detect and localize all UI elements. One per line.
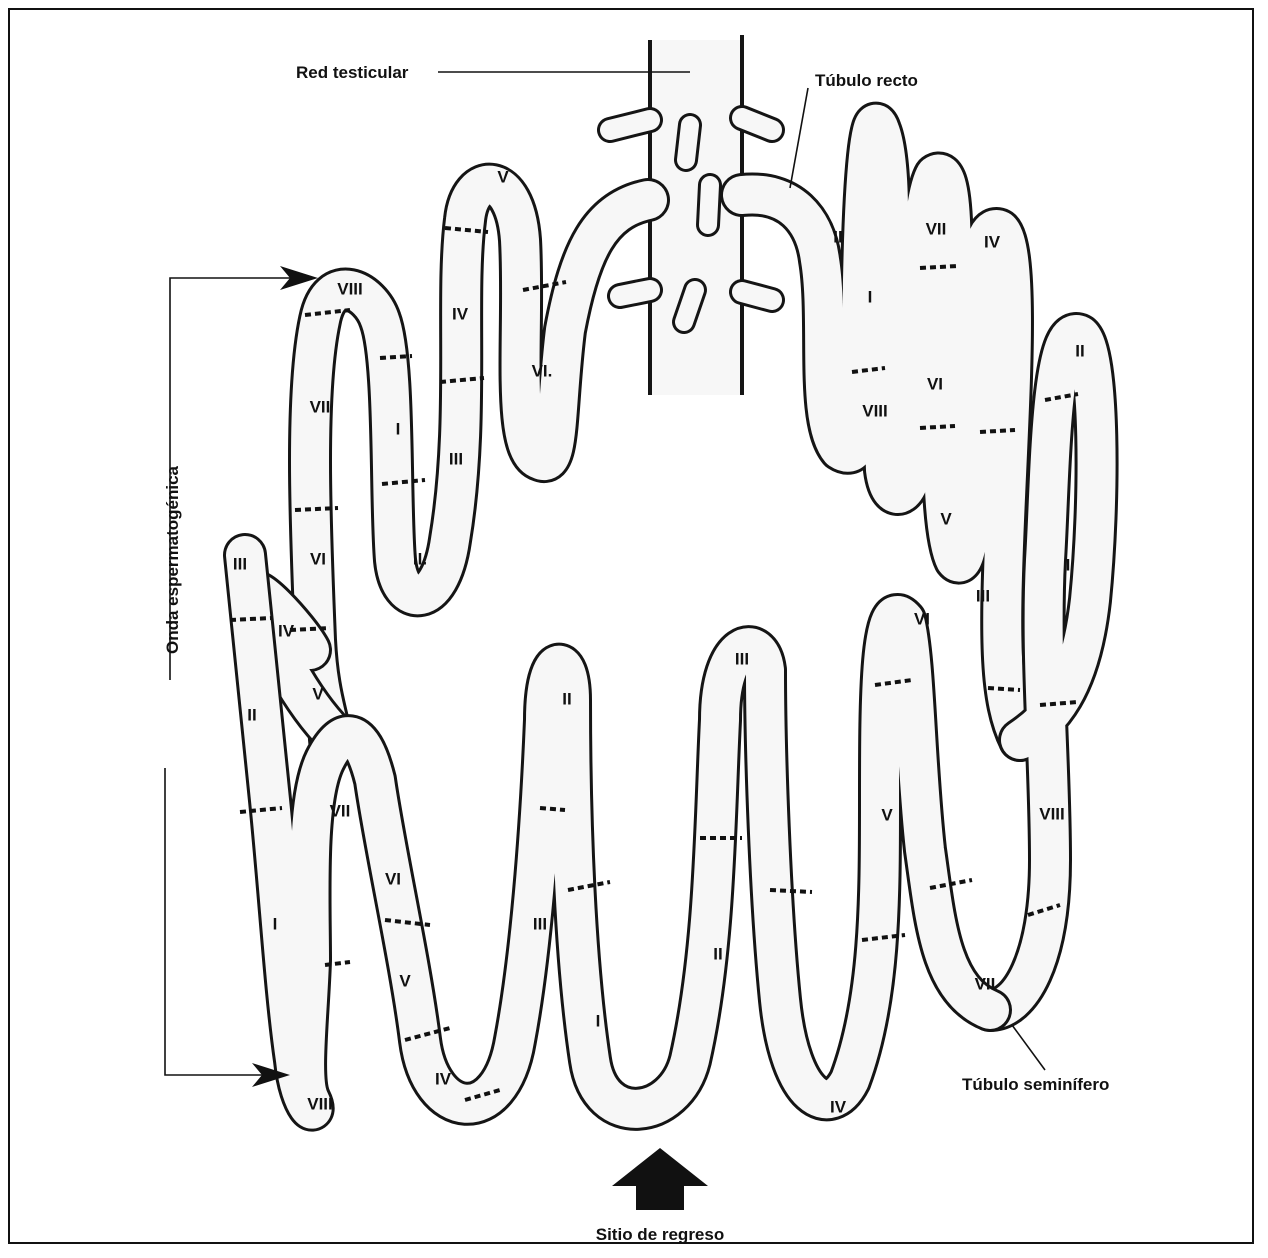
stage-label: V bbox=[940, 509, 952, 528]
stage-label: VI bbox=[914, 609, 930, 628]
stage-label: IV bbox=[278, 621, 295, 640]
stage-label: III bbox=[735, 649, 749, 668]
stage-label: VII bbox=[926, 219, 947, 238]
stage-label: I bbox=[396, 419, 401, 438]
stage-label: V bbox=[312, 684, 324, 703]
stage-label: V bbox=[497, 167, 509, 186]
stage-label: I bbox=[596, 1011, 601, 1030]
stage-label: IV bbox=[452, 304, 469, 323]
stage-label: VI. bbox=[532, 361, 553, 380]
stage-label: VIII bbox=[862, 401, 888, 420]
stage-label: VIII bbox=[1039, 804, 1065, 823]
stage-label: V bbox=[881, 805, 893, 824]
stage-label: III bbox=[976, 586, 990, 605]
stage-label: VII bbox=[975, 974, 996, 993]
regression-arrow-icon bbox=[612, 1148, 708, 1210]
stage-label: II bbox=[247, 705, 256, 724]
stage-label: I bbox=[1066, 555, 1071, 574]
rete-testis-label: Red testicular bbox=[296, 63, 409, 82]
stage-label: II bbox=[833, 227, 842, 246]
stage-label: IV bbox=[984, 232, 1001, 251]
stage-label: IV bbox=[830, 1097, 847, 1116]
stage-label: IV bbox=[435, 1069, 452, 1088]
stage-label: VII bbox=[330, 801, 351, 820]
stage-label: I bbox=[868, 287, 873, 306]
wave-label: Onda espermatogénica bbox=[163, 465, 182, 654]
stage-label: VIII bbox=[337, 279, 363, 298]
stage-label: II bbox=[562, 689, 571, 708]
stage-label: VII bbox=[310, 397, 331, 416]
seminiferous-tubule-label: Túbulo seminífero bbox=[962, 1075, 1109, 1094]
stage-label: III bbox=[533, 914, 547, 933]
stage-label: VIII bbox=[307, 1094, 333, 1113]
stage-label: III bbox=[233, 554, 247, 573]
stage-label: VI bbox=[385, 869, 401, 888]
stage-label: II bbox=[1075, 341, 1084, 360]
stage-label: V bbox=[399, 971, 411, 990]
stage-label: I bbox=[273, 914, 278, 933]
regression-site-label: Sitio de regreso bbox=[596, 1225, 724, 1244]
tubulus-rectus-label: Túbulo recto bbox=[815, 71, 918, 90]
tubule-lower bbox=[245, 555, 990, 1110]
stage-label: VI bbox=[927, 374, 943, 393]
stage-label: VI bbox=[310, 549, 326, 568]
stage-label: II. bbox=[413, 549, 427, 568]
stage-label: II bbox=[713, 944, 722, 963]
stage-label: III bbox=[449, 449, 463, 468]
